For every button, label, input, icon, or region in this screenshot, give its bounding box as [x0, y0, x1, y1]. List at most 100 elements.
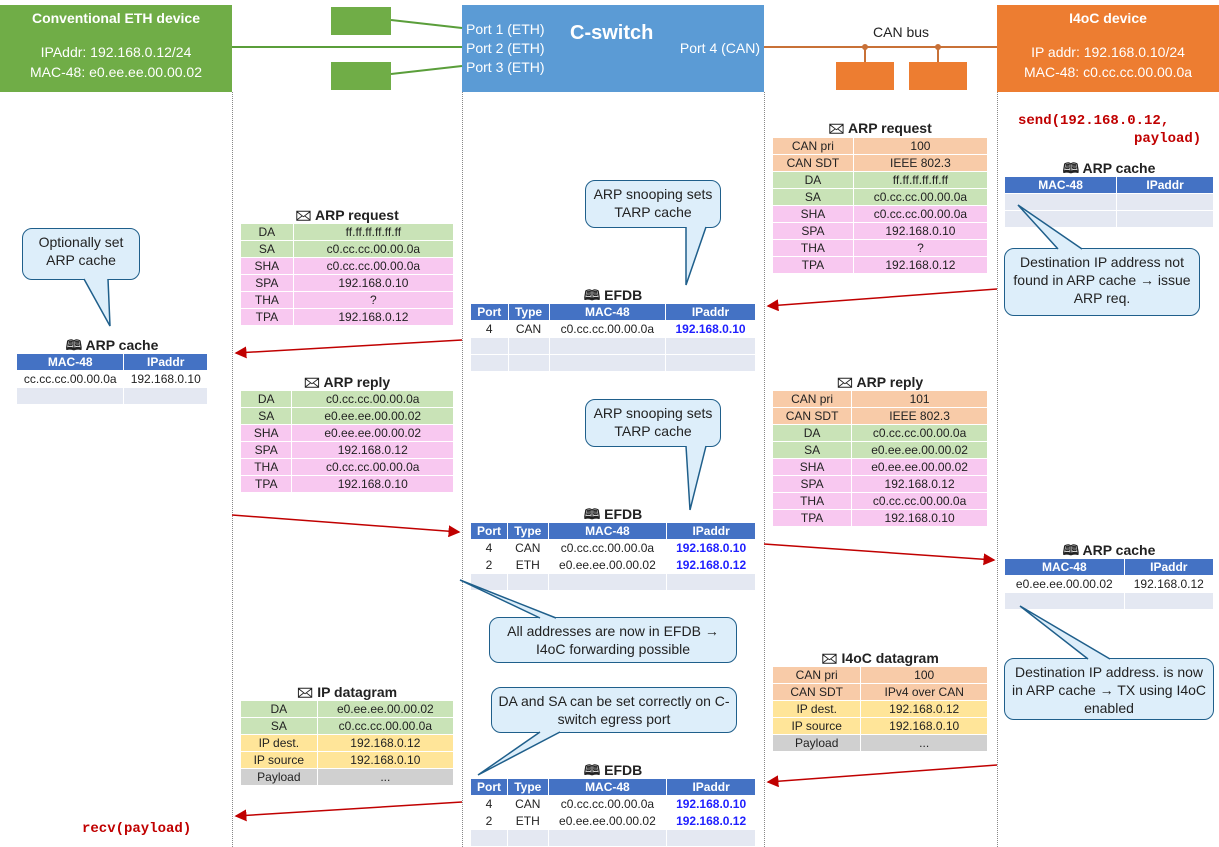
- cache-ip: 192.168.0.12: [1123, 575, 1215, 593]
- field-name: Payload: [240, 768, 318, 786]
- column-header: Type: [507, 522, 549, 540]
- arrow-arp-reply-eth: [231, 514, 461, 538]
- field-value: 192.168.0.12: [292, 308, 455, 326]
- eth-peer-box-1: [331, 7, 391, 35]
- empty-cell: [665, 337, 756, 355]
- book-icon: 🕮: [583, 762, 601, 778]
- arp-cache-eth-title: 🕮 ARP cache: [16, 335, 208, 359]
- column-header: Type: [507, 303, 550, 321]
- can-junction-1: [862, 44, 868, 50]
- arrow-arp-reply-can: [763, 543, 996, 566]
- column-header: MAC-48: [547, 778, 668, 796]
- i4oc-device-mac: MAC-48: c0.cc.cc.00.00.0a: [1023, 64, 1193, 80]
- book-icon: 🕮: [65, 337, 83, 353]
- efdb-ip: 192.168.0.10: [665, 320, 756, 338]
- field-value: 192.168.0.10: [316, 751, 455, 769]
- empty-cell: [665, 354, 756, 372]
- lane-i4oc-left: [997, 92, 998, 847]
- efdb-type: CAN: [507, 539, 549, 557]
- empty-cell: [1116, 210, 1214, 228]
- efdb-3-title-text: EFDB: [604, 762, 643, 778]
- column-header: IPaddr: [1116, 176, 1214, 194]
- book-icon: 🕮: [1062, 160, 1080, 176]
- callout-not-found: Destination IP address not found in ARP …: [1004, 248, 1200, 316]
- eth-link-port3: [390, 65, 463, 75]
- table-row: [1003, 193, 1214, 211]
- envelope-icon: 🖂: [303, 374, 321, 390]
- port2-label: Port 2 (ETH): [466, 40, 545, 56]
- field-value: e0.ee.ee.00.00.02: [291, 424, 454, 442]
- field-name: SA: [240, 240, 294, 258]
- field-name: CAN SDT: [771, 683, 862, 701]
- efdb-type: CAN: [507, 320, 550, 338]
- arp-request-can-title-text: ARP request: [847, 120, 932, 136]
- tail-snoop-1: [685, 226, 707, 286]
- column-header: Port: [470, 303, 509, 321]
- tail-all-addresses: [459, 579, 557, 619]
- field-value: 192.168.0.10: [851, 509, 988, 527]
- empty-cell: [548, 337, 667, 355]
- port4-label: Port 4 (CAN): [679, 40, 760, 56]
- c-switch-box[interactable]: Port 1 (ETH) Port 2 (ETH) Port 3 (ETH) C…: [462, 5, 764, 92]
- eth-device-box[interactable]: Conventional ETH device IPAddr: 192.168.…: [0, 5, 232, 92]
- efdb-1-title-text: EFDB: [604, 287, 643, 303]
- can-node-1: [836, 62, 894, 90]
- field-name: SHA: [772, 205, 854, 223]
- field-value: e0.ee.ee.00.00.02: [851, 458, 988, 476]
- field-name: TPA: [239, 475, 293, 493]
- field-value: ...: [860, 734, 988, 752]
- efdb-1-title: 🕮 EFDB: [470, 285, 756, 309]
- table-row: [469, 573, 756, 591]
- field-value: ff.ff.ff.ff.ff.ff: [292, 223, 455, 241]
- table-row: [470, 354, 756, 372]
- eth-device-title: Conventional ETH device: [31, 10, 201, 26]
- i4oc-device-title: I4oC device: [1069, 10, 1147, 26]
- field-value: 192.168.0.10: [291, 475, 454, 493]
- empty-cell: [469, 573, 509, 591]
- efdb-ip: 192.168.0.12: [666, 556, 756, 574]
- envelope-icon: 🖂: [295, 207, 312, 223]
- empty-cell: [666, 573, 756, 591]
- envelope-icon: 🖂: [828, 120, 845, 136]
- i4oc-device-box[interactable]: I4oC device IP addr: 192.168.0.10/24 MAC…: [997, 5, 1219, 92]
- arp-request-eth-title: 🖂 ARP request: [240, 205, 454, 229]
- arrow-i4oc-datagram: [766, 764, 998, 788]
- arrow-arp-request-can: [766, 288, 998, 312]
- callout-arp-snooping-2: ARP snooping sets TARP cache: [585, 399, 721, 447]
- arp-cache-i4oc-after-title: 🕮 ARP cache: [1004, 540, 1214, 564]
- field-value: c0.cc.cc.00.00.0a: [291, 458, 454, 476]
- table-row: [1003, 210, 1214, 228]
- efdb-port: 4: [469, 539, 509, 557]
- callout-arp-snooping-1: ARP snooping sets TARP cache: [585, 180, 721, 228]
- empty-cell: [469, 829, 509, 847]
- eth-device-mac: MAC-48: e0.ee.ee.00.00.02: [29, 64, 202, 80]
- field-name: TPA: [240, 308, 294, 326]
- empty-cell: [507, 354, 550, 372]
- table-row: [15, 387, 208, 405]
- arp-cache-i4oc-title: 🕮 ARP cache: [1004, 158, 1214, 182]
- lane-eth-right: [232, 92, 233, 847]
- field-name: SPA: [771, 475, 853, 493]
- field-name: DA: [771, 424, 853, 442]
- field-name: IP dest.: [240, 734, 318, 752]
- empty-cell: [470, 354, 509, 372]
